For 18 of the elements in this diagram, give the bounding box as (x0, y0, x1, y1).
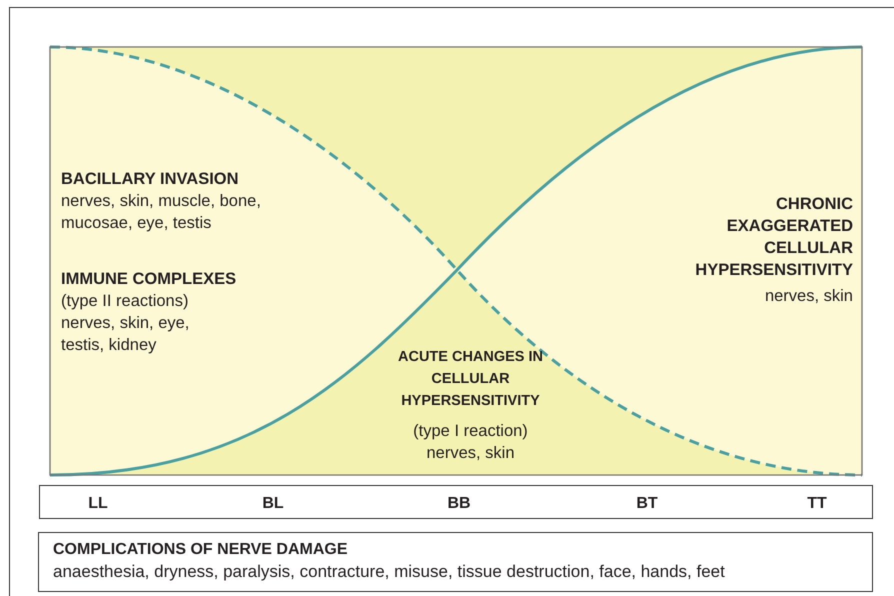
region-text: nerves, skin (764, 286, 853, 307)
complications-box (38, 532, 873, 592)
box-body: anaesthesia, dryness, paralysis, contracture, misuse, tissue destruction, face, hands, feet (53, 561, 726, 583)
spectrum-category: BB (447, 494, 471, 514)
region-text: ACUTE CHANGES IN CELLULAR HYPERSENSITIVITY (398, 348, 543, 411)
region-text: nerves, skin, muscle, bone, mucosae, eye, testis (61, 191, 262, 234)
spectrum-category: BT (636, 494, 658, 514)
spectrum-category: LL (88, 494, 108, 514)
region-text: nerves, skin, eye, testis, kidney (61, 313, 190, 356)
spectrum-category: TT (807, 494, 827, 514)
region-text: nerves, skin (425, 443, 516, 464)
box-heading: COMPLICATIONS OF NERVE DAMAGE (53, 540, 349, 560)
spectrum-scale-bar (39, 485, 873, 519)
region-text: (type I reaction) (412, 421, 529, 442)
spectrum-category: BL (262, 494, 284, 514)
region-text: (type II reactions) (61, 291, 190, 312)
region-text: IMMUNE COMPLEXES (61, 269, 238, 290)
region-text: BACILLARY INVASION (61, 169, 240, 190)
